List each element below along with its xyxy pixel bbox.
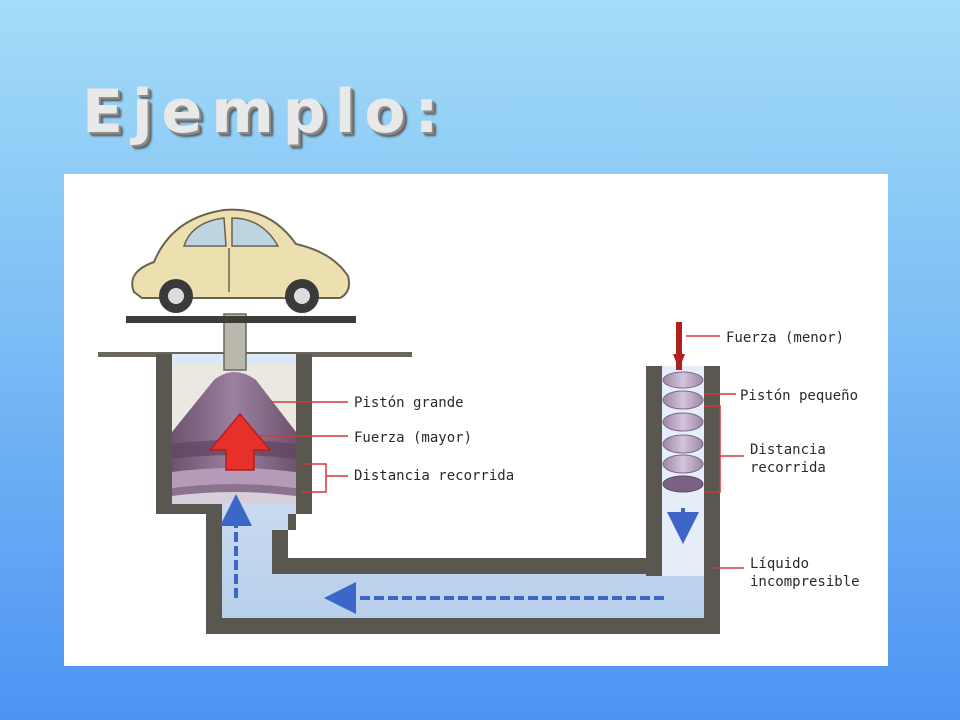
label-fuerza-menor: Fuerza (menor) [726,330,844,346]
car-illustration [131,208,350,313]
label-distancia-recorrida-left: Distancia recorrida [354,468,514,484]
hydraulic-press-diagram: Pistón grande Fuerza (mayor) Distancia r… [64,174,888,666]
label-distancia-right-2: recorrida [750,460,826,476]
force-arrow-large [208,412,272,471]
diagram-canvas: Pistón grande Fuerza (mayor) Distancia r… [98,208,860,634]
leader-lines-left [260,401,348,493]
label-liquido-2: incompresible [750,574,860,590]
lift-platform [126,316,356,323]
slide-title: Ejemplo: [82,77,448,147]
label-piston-pequeno: Pistón pequeño [740,388,858,404]
outer-wall [156,354,720,634]
label-distancia-right-1: Distancia [750,442,826,458]
large-cylinder-right-wall [296,354,312,514]
inner-wall [272,354,662,574]
label-fuerza-mayor: Fuerza (mayor) [354,430,472,446]
small-cylinder-left-wall [646,366,662,576]
small-cylinder-right-wall [704,366,720,634]
label-liquido-1: Líquido [750,556,809,572]
large-cylinder-left-wall [156,354,172,514]
small-piston [662,322,704,493]
leader-lines-right [686,335,744,569]
label-piston-grande: Pistón grande [354,395,464,411]
